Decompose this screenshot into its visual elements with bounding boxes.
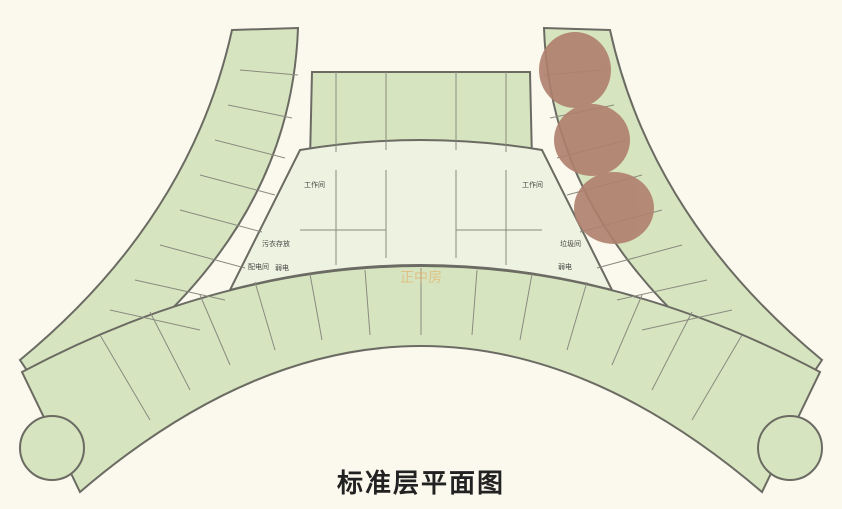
core: [228, 139, 614, 292]
label-power-room: 配电间: [248, 262, 269, 271]
highlight-unit-3: [574, 172, 654, 244]
watermark: 正中房: [400, 270, 442, 286]
right-stair: [757, 415, 823, 481]
label-weak-current-right: 弱电: [558, 262, 572, 271]
label-linen-storage: 污衣存放: [262, 239, 290, 248]
highlight-unit-1: [539, 32, 611, 108]
label-work-room-right: 工作间: [522, 180, 543, 189]
highlight-unit-2: [554, 104, 630, 176]
plan-title: 标准层平面图: [336, 469, 505, 499]
left-stair: [19, 415, 85, 481]
label-work-room-left: 工作间: [304, 180, 325, 189]
label-weak-current-left: 弱电: [275, 263, 289, 272]
label-garbage-room: 垃圾间: [560, 239, 581, 248]
highlighted-units: [539, 32, 654, 244]
